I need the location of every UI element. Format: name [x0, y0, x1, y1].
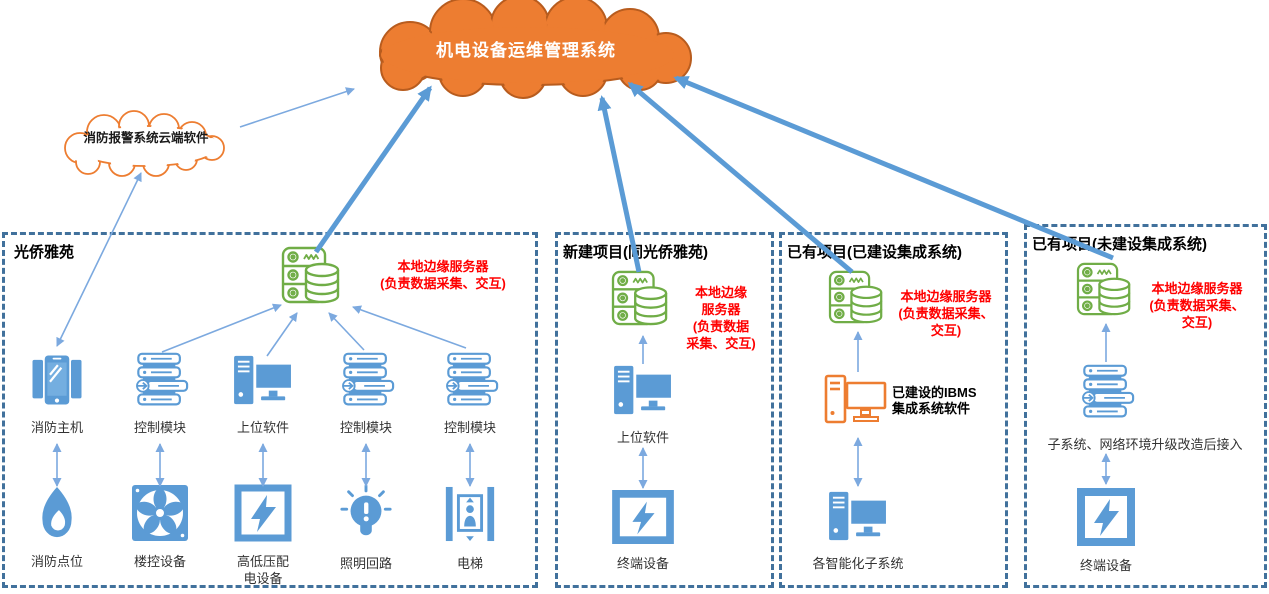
device-label: 上位软件 [616, 430, 669, 445]
device-label: 控制模块 [339, 420, 392, 435]
subsystem-access-label: 子系统、网络环境升级改造后接入 [1047, 437, 1243, 452]
device-terminal-box2: 终端设备 [593, 490, 693, 572]
device-control-module-1: 控制模块 [112, 352, 208, 436]
device-subsystems-box3: 各智能化子系统 [808, 490, 908, 572]
device-scada: 上位软件 [215, 354, 311, 436]
device-bms: 高低压配电设备 楼控设备 [112, 484, 208, 570]
workstation-icon [614, 365, 673, 415]
device-fire-points: 消防点位 [9, 484, 105, 570]
device-power-distribution: 高低压配电设备 [215, 484, 311, 587]
edge-server-icon [281, 246, 340, 304]
edge-server-caption: 本地边缘服务器 (负责数据采集、交互) [380, 259, 506, 291]
ibms-software-icon [824, 374, 887, 424]
device-label: 各智能化子系统 [812, 556, 904, 571]
control-module-icon [136, 352, 189, 406]
lightning-terminal-icon [1077, 488, 1135, 546]
device-elevator: 电梯 [422, 484, 518, 572]
workstation-icon [234, 355, 293, 405]
fire-cloud-shape [64, 110, 225, 177]
device-fire-host: 消防主机 [9, 352, 105, 436]
control-module-icon [446, 352, 499, 406]
device-label: 楼控设备 [133, 554, 186, 569]
device-label: 控制模块 [443, 420, 496, 435]
edge-server-icon [611, 270, 668, 326]
fire-host-icon [32, 353, 82, 407]
fire-cloud-title: 消防报警系统云端软件 [83, 131, 209, 145]
ibms-caption: 已建设的IBMS 集成系统软件 [892, 385, 977, 416]
device-label: 上位软件 [236, 420, 289, 435]
box-existing-no-ibms [1024, 224, 1267, 588]
device-scada-box2: 上位软件 [593, 364, 693, 446]
fan-icon [132, 485, 188, 541]
device-label: 终端设备 [616, 556, 669, 571]
device-terminal-box4: 终端设备 [1056, 488, 1156, 574]
main-cloud-title: 机电设备运维管理系统 [436, 41, 616, 60]
device-label: 高低压配电设备 [236, 554, 289, 586]
subsystem-rack-icon [1082, 364, 1135, 418]
lightning-square-icon [234, 484, 292, 542]
edge-server-icon [828, 270, 883, 324]
bulb-icon [340, 484, 392, 536]
lightning-terminal-icon [612, 490, 674, 544]
device-label: 控制模块 [133, 420, 186, 435]
edge-server-caption: 本地边缘服务器 (负责数据采集、 交互) [1149, 281, 1245, 330]
edge-server-caption: 本地边缘 服务器 (负责数据 采集、交互) [686, 285, 756, 351]
control-module-icon [342, 352, 395, 406]
box-guangqiao [2, 232, 538, 588]
device-label: 照明回路 [339, 556, 392, 571]
edge-server-icon [1076, 262, 1131, 316]
device-label: 消防点位 [30, 554, 83, 569]
device-label: 终端设备 [1079, 558, 1132, 573]
elevator-icon [445, 486, 495, 542]
device-label: 电梯 [456, 556, 483, 571]
device-label: 消防主机 [30, 420, 83, 435]
flame-icon [42, 486, 72, 538]
device-control-module-2: 控制模块 [318, 352, 414, 436]
edge-server-caption: 本地边缘服务器 (负责数据采集、 交互) [898, 289, 994, 338]
workstation-icon [829, 491, 888, 541]
main-cloud-shape [379, 0, 692, 99]
device-lighting: 照明回路 [318, 484, 414, 572]
device-control-module-3: 控制模块 [422, 352, 518, 436]
